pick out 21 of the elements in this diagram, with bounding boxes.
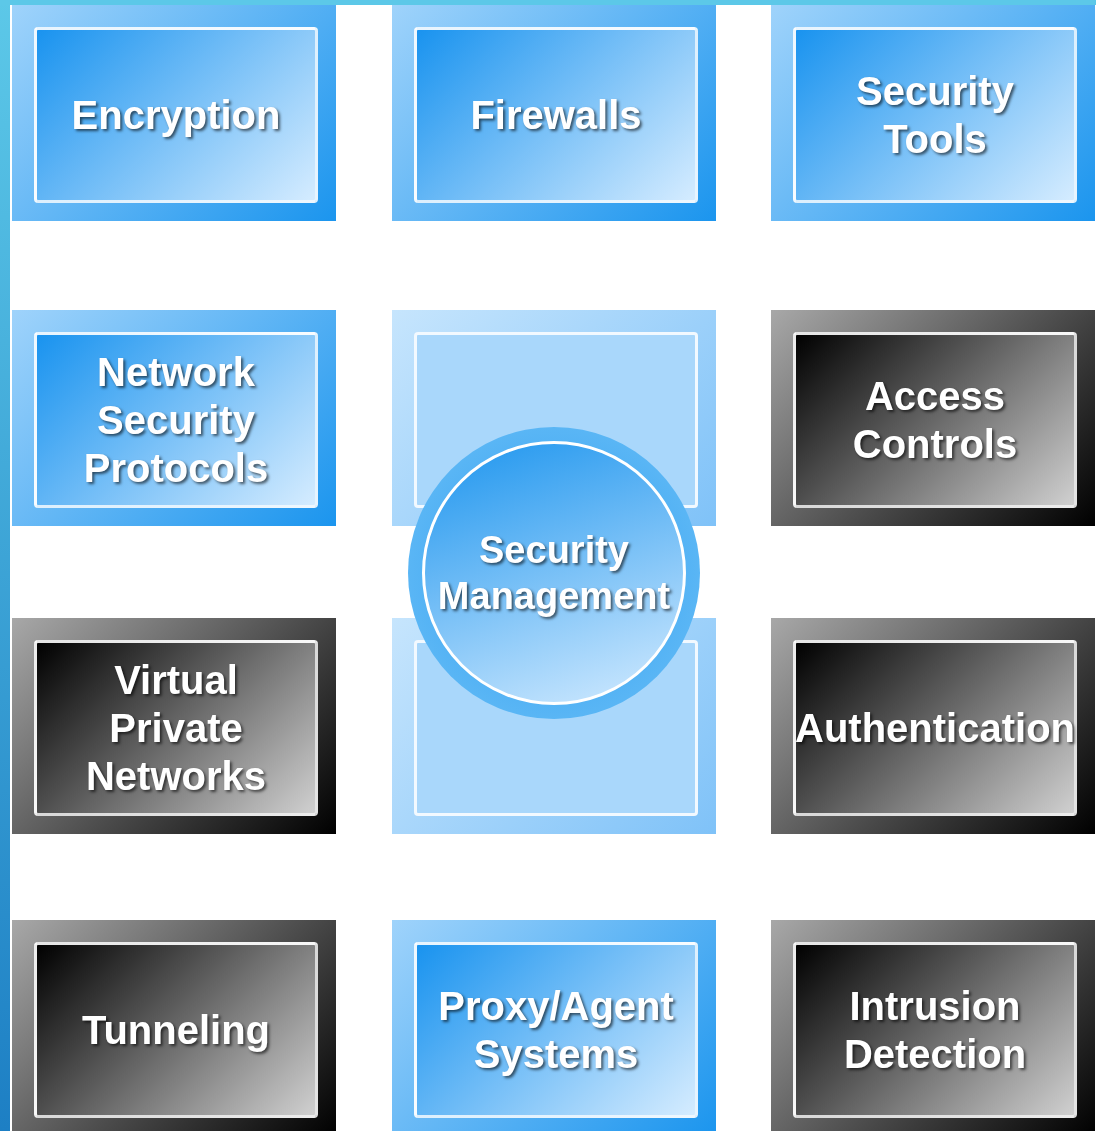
tile-label: Virtual Private Networks [84,657,268,800]
tile-label: Intrusion Detection [842,983,1028,1078]
topic-tile [771,310,1095,526]
tile-label: Encryption [70,92,282,139]
topic-tile [12,310,336,526]
tile-label: Firewalls [469,92,643,139]
topic-tile [12,618,336,834]
tile-label: Proxy/Agent Systems [437,983,675,1078]
topic-tile [771,618,1095,834]
topic-tile [771,920,1095,1131]
hub-label: Security Management [436,528,672,619]
topic-tile [392,920,716,1131]
topic-tile [12,920,336,1131]
topic-tile [392,5,716,221]
tile-label: Security Tools [855,68,1015,163]
tile-label: Network Security Protocols [82,349,270,492]
tile-label: Authentication [794,705,1076,752]
tile-label: Tunneling [80,1007,272,1054]
topic-tile [12,5,336,221]
topic-tile [771,5,1095,221]
tile-label: Access Controls [851,373,1019,468]
